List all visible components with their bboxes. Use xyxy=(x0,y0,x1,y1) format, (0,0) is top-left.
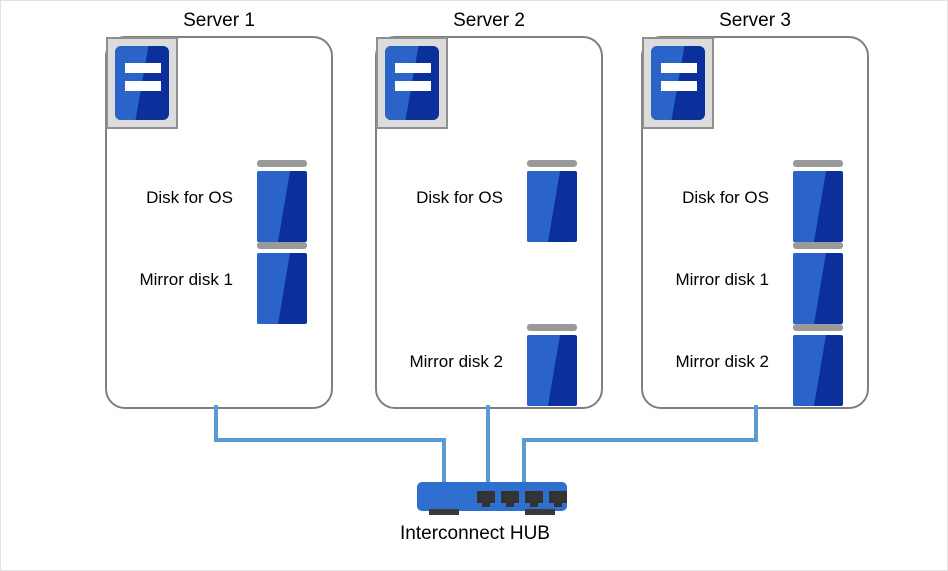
disk-label: Mirror disk 2 xyxy=(409,352,503,371)
disk-label: Mirror disk 1 xyxy=(139,270,233,289)
disk-body xyxy=(527,335,577,406)
server-box-1[interactable]: Disk for OS Mirror disk 1 xyxy=(105,36,333,409)
disk-facet xyxy=(527,171,560,242)
server-box-3[interactable]: Disk for OS Mirror disk 1 Mirror disk 2 xyxy=(641,36,869,409)
disk-body xyxy=(793,253,843,324)
hub-foot-right xyxy=(525,509,555,515)
disk-facet xyxy=(257,253,290,324)
server-icon xyxy=(106,37,178,129)
disk-body xyxy=(257,253,307,324)
wire-server1-vertical-a xyxy=(214,405,218,442)
server-chassis xyxy=(115,46,169,120)
server-group-1: Server 1 Disk for OS xyxy=(105,9,333,409)
server-bar-bottom xyxy=(125,81,161,91)
server-bar-top xyxy=(395,63,431,73)
disk-icon xyxy=(257,242,307,324)
disk-facet xyxy=(793,253,826,324)
hub-foot-left xyxy=(429,509,459,515)
disk-body xyxy=(527,171,577,242)
server-group-2: Server 2 Disk for OS xyxy=(375,9,603,409)
wire-server3-vertical-b xyxy=(522,438,526,484)
wire-server1-vertical-b xyxy=(442,438,446,484)
wire-server3-vertical-a xyxy=(754,405,758,442)
disk-cap xyxy=(257,242,307,249)
disk-cap xyxy=(527,160,577,167)
disk-label: Mirror disk 1 xyxy=(675,270,769,289)
server-box-2[interactable]: Disk for OS Mirror disk 2 xyxy=(375,36,603,409)
server-title-3: Server 3 xyxy=(719,10,791,31)
disk-label: Disk for OS xyxy=(146,188,233,207)
disk-icon xyxy=(527,324,577,406)
disk-cap xyxy=(793,324,843,331)
disk-icon xyxy=(793,324,843,406)
hub-port xyxy=(477,491,495,507)
disk-facet xyxy=(527,335,560,406)
network-hub-icon[interactable] xyxy=(417,482,567,515)
wire-server3-horizontal xyxy=(522,438,758,442)
server-chassis xyxy=(385,46,439,120)
wire-server1-horizontal xyxy=(214,438,446,442)
server-icon xyxy=(376,37,448,129)
disk-icon xyxy=(793,242,843,324)
hub-label: Interconnect HUB xyxy=(400,523,550,544)
hub-port xyxy=(501,491,519,507)
disk-facet xyxy=(793,171,826,242)
disk-facet xyxy=(257,171,290,242)
disk-label: Disk for OS xyxy=(416,188,503,207)
disk-icon xyxy=(527,160,577,242)
server-title-1: Server 1 xyxy=(183,10,255,31)
server-title-2: Server 2 xyxy=(453,10,525,31)
disk-facet xyxy=(793,335,826,406)
disk-icon xyxy=(257,160,307,242)
disk-cap xyxy=(793,160,843,167)
disk-body xyxy=(793,335,843,406)
disk-label: Disk for OS xyxy=(682,188,769,207)
server-icon xyxy=(642,37,714,129)
disk-body xyxy=(793,171,843,242)
disk-cap xyxy=(793,242,843,249)
server-group-3: Server 3 Disk for OS xyxy=(641,9,869,409)
server-bar-bottom xyxy=(661,81,697,91)
server-bar-top xyxy=(661,63,697,73)
disk-body xyxy=(257,171,307,242)
disk-cap xyxy=(527,324,577,331)
hub-port xyxy=(525,491,543,507)
hub-port xyxy=(549,491,567,507)
server-chassis xyxy=(651,46,705,120)
server-bar-top xyxy=(125,63,161,73)
disk-label: Mirror disk 2 xyxy=(675,352,769,371)
disk-icon xyxy=(793,160,843,242)
server-bar-bottom xyxy=(395,81,431,91)
wire-server2-vertical xyxy=(486,405,490,484)
disk-cap xyxy=(257,160,307,167)
